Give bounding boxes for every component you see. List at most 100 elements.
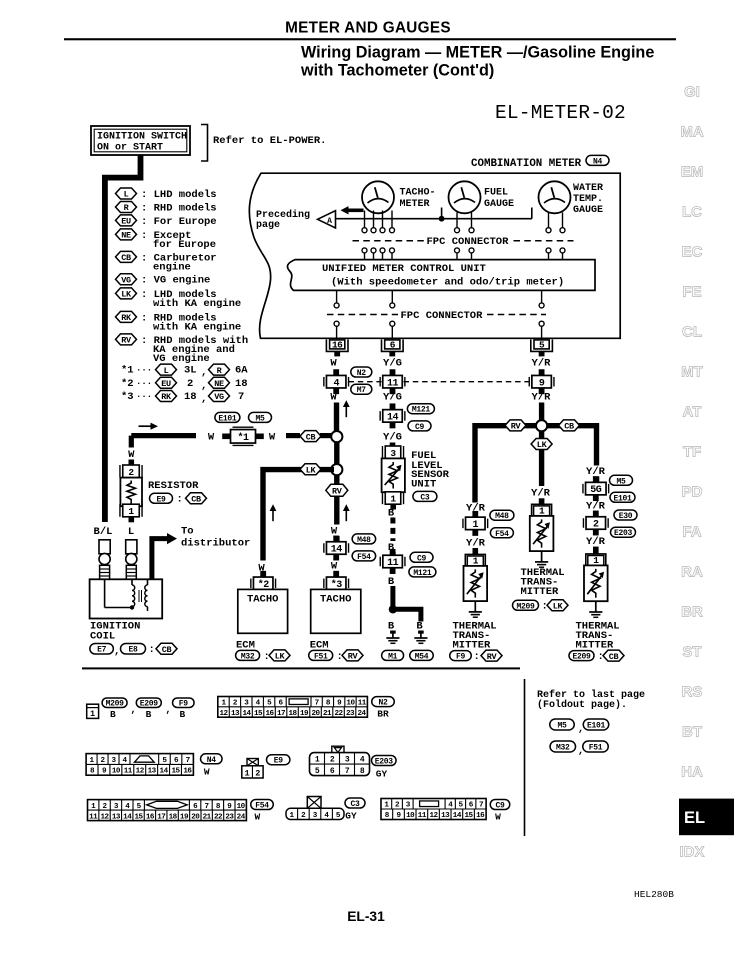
svg-text:2: 2 [395,802,400,810]
svg-text:F9: F9 [456,653,466,662]
svg-text:5: 5 [336,812,341,820]
svg-text:ECM: ECM [236,640,255,652]
svg-text:*1: *1 [237,432,249,444]
svg-text:MITTER: MITTER [576,640,615,652]
svg-text:ST: ST [682,644,701,661]
svg-text:FPC CONNECTOR: FPC CONNECTOR [427,236,510,248]
svg-text:BR: BR [377,708,389,719]
svg-text:W: W [128,449,135,461]
svg-text:M1: M1 [388,652,398,661]
svg-text:E203: E203 [375,758,394,767]
svg-text:THERMAL: THERMAL [521,567,565,579]
svg-text:B: B [388,507,395,519]
svg-text:: RHD models: : RHD models [141,202,217,214]
svg-text:RS: RS [682,684,703,701]
svg-text:23: 23 [346,710,355,718]
svg-text:18: 18 [235,378,248,390]
svg-text:F54: F54 [255,802,269,811]
svg-text:23: 23 [225,813,234,821]
svg-text:KA engine and: KA engine and [153,344,235,356]
svg-text:LEVEL: LEVEL [411,460,443,472]
svg-text:3L: 3L [184,365,197,377]
svg-text:18: 18 [169,813,178,821]
svg-text:B: B [416,621,423,633]
svg-text:,: , [201,393,207,405]
svg-text:C3: C3 [350,800,360,809]
svg-text:16: 16 [332,339,343,350]
svg-text:: RHD models with: : RHD models with [141,335,248,347]
svg-text:W: W [331,525,338,537]
svg-text:E9: E9 [274,757,284,766]
svg-text:1: 1 [593,555,599,566]
svg-text:TACHO: TACHO [320,594,352,606]
svg-text:3: 3 [345,755,350,764]
svg-text:20: 20 [311,710,320,718]
svg-text:CB: CB [609,652,619,662]
svg-text:6: 6 [193,803,198,811]
svg-text:6A: 6A [235,365,248,377]
svg-text:24: 24 [357,710,366,718]
svg-text:17: 17 [157,813,166,821]
svg-text:13: 13 [148,768,157,776]
svg-text:15: 15 [254,710,263,718]
svg-text:E209: E209 [572,653,591,662]
svg-text:10: 10 [346,700,355,708]
svg-text:10: 10 [237,803,246,811]
svg-text:RK: RK [161,392,172,402]
svg-text::: : [474,651,480,663]
svg-text:L: L [128,526,134,538]
svg-text:W: W [204,767,210,778]
svg-text:···: ··· [136,366,152,376]
svg-text:M32: M32 [556,744,570,753]
svg-text:W: W [331,560,338,572]
svg-text:CB: CB [564,422,574,432]
svg-text:M5: M5 [255,414,265,423]
svg-text:21: 21 [203,813,212,821]
svg-text:,: , [578,746,584,757]
svg-text:*3: *3 [331,579,343,591]
svg-text:2: 2 [593,520,599,531]
svg-text:(With speedometer and odo/trip: (With speedometer and odo/trip meter) [331,277,564,289]
svg-text:1: 1 [473,520,479,531]
svg-text:BT: BT [682,724,702,741]
svg-text:21: 21 [323,710,332,718]
svg-text:RV: RV [332,487,343,497]
svg-text:3: 3 [313,812,318,820]
svg-text:THERMAL: THERMAL [453,621,497,633]
svg-text:5: 5 [458,802,463,810]
svg-text:F54: F54 [357,553,371,562]
svg-text:W: W [330,358,337,370]
svg-text:1: 1 [390,494,396,505]
svg-text:13: 13 [441,812,450,820]
svg-text:PD: PD [682,484,703,501]
svg-text:2: 2 [101,757,106,765]
svg-text:BR: BR [681,604,703,621]
svg-text:M209: M209 [516,602,535,611]
svg-text:Y/G: Y/G [383,358,402,370]
svg-text:L: L [124,190,129,200]
svg-text:E203: E203 [614,529,633,538]
svg-text:W: W [258,562,265,574]
svg-text:M5: M5 [616,477,626,486]
svg-text:LC: LC [682,204,702,221]
svg-text:16: 16 [476,812,485,820]
svg-text:M48: M48 [357,536,371,545]
svg-text:HA: HA [681,764,703,781]
svg-text:8: 8 [90,768,95,776]
svg-text:To: To [181,526,194,538]
svg-text:M209: M209 [106,700,125,709]
svg-text:F51: F51 [589,744,603,753]
svg-text:*2: *2 [121,378,134,390]
svg-text:3: 3 [390,448,396,459]
svg-text:1: 1 [245,768,250,778]
svg-text:1: 1 [473,556,479,567]
svg-text:5: 5 [267,700,272,708]
svg-text:GY: GY [345,810,357,821]
svg-text:UNIFIED METER CONTROL UNIT: UNIFIED METER CONTROL UNIT [322,263,486,275]
svg-text:8: 8 [216,803,221,811]
svg-text:LK: LK [537,440,548,450]
svg-text:14: 14 [331,545,343,556]
svg-text:LK: LK [306,466,317,476]
svg-text:15: 15 [171,768,180,776]
svg-text:2: 2 [255,768,260,778]
